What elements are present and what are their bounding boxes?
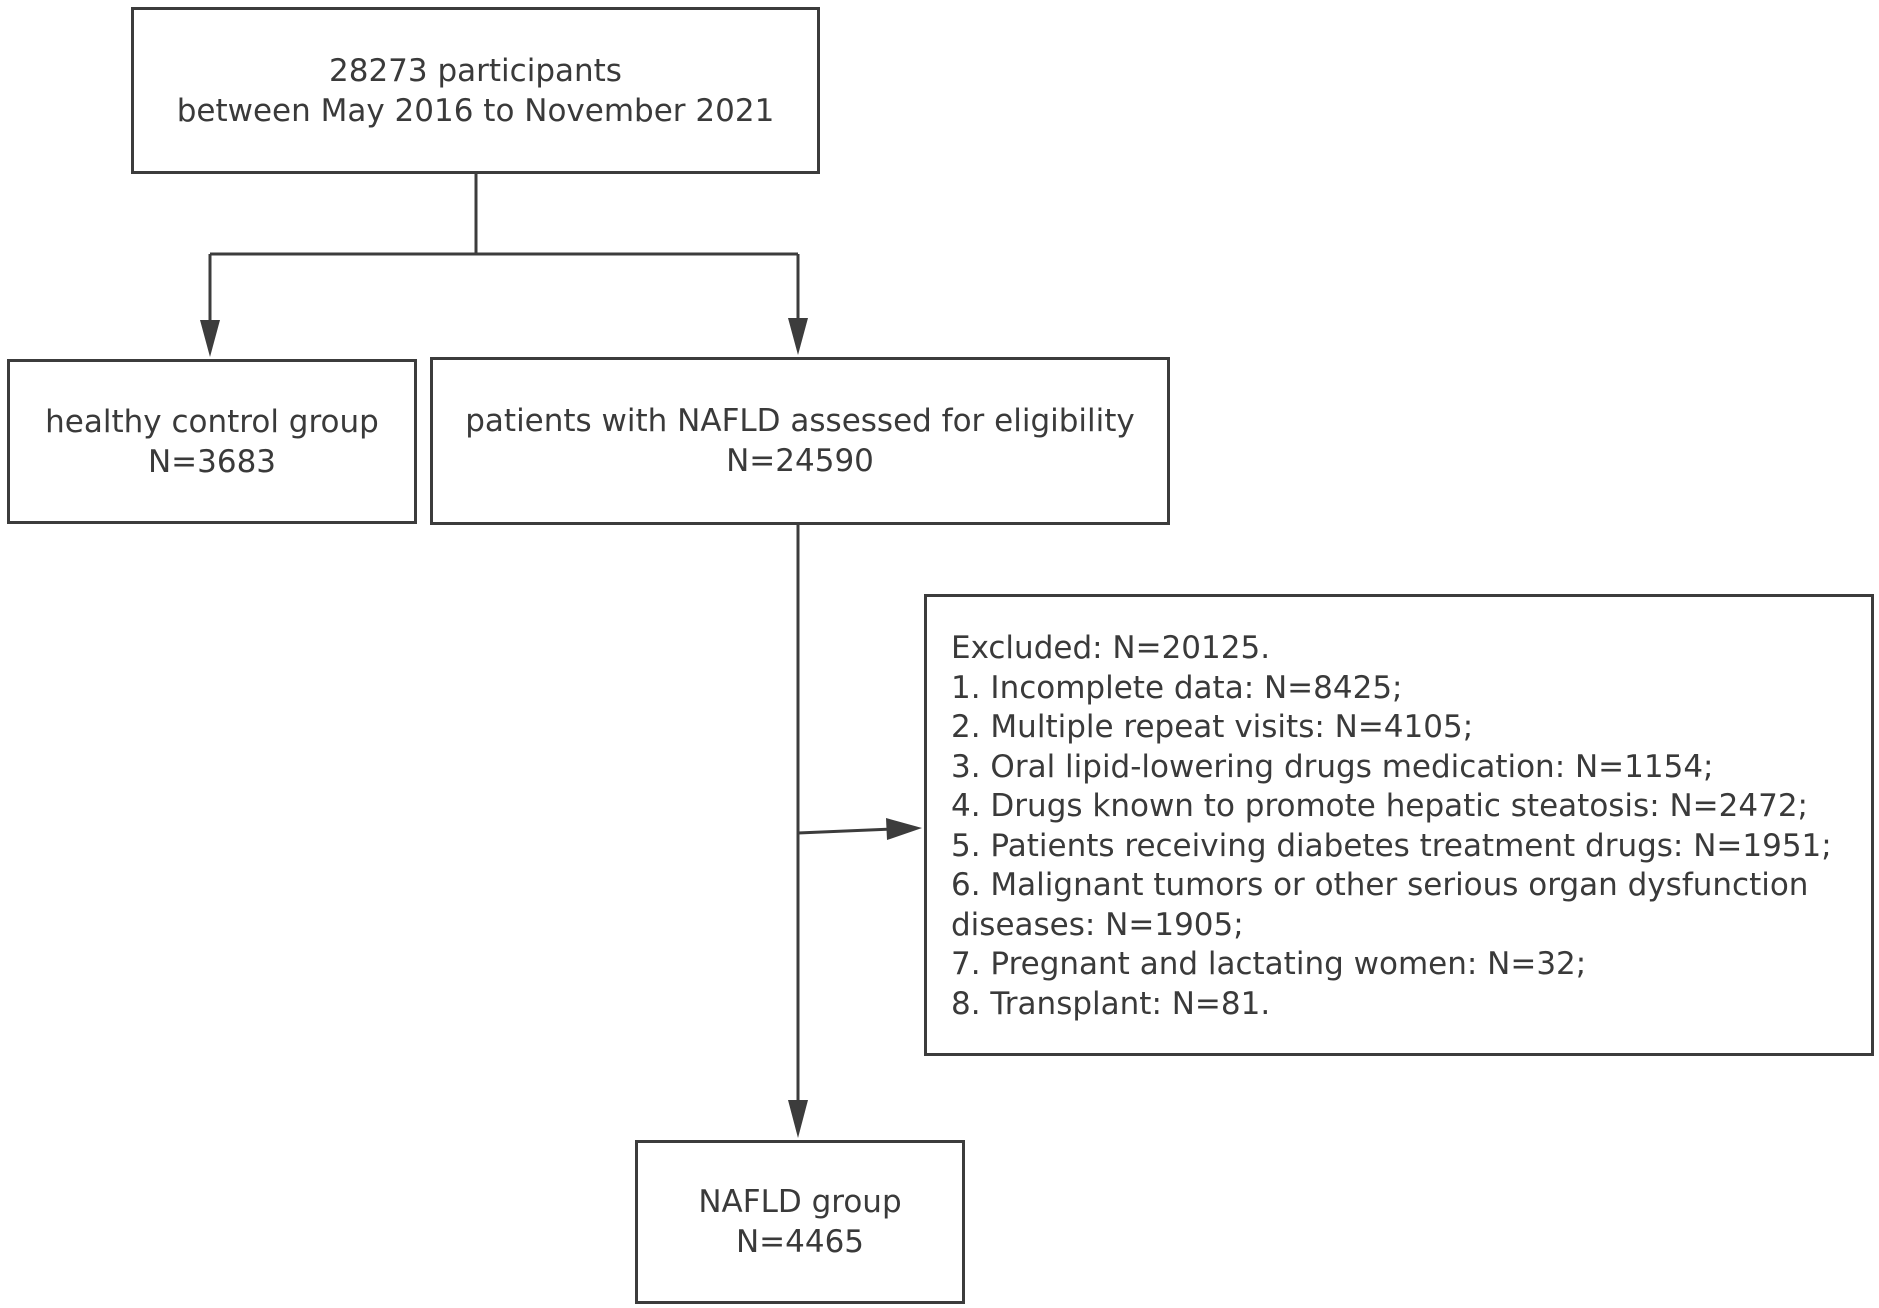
- excluded-reason-7: 7. Pregnant and lactating women: N=32;: [951, 946, 1587, 982]
- arrowhead-healthy: [200, 320, 220, 357]
- participants-period: between May 2016 to November 2021: [176, 92, 775, 129]
- nafld-group-box: NAFLD group N=4465: [635, 1140, 965, 1304]
- nafld-assessed-count: N=24590: [726, 443, 874, 479]
- healthy-control-label: healthy control group: [45, 403, 379, 440]
- arrowhead-excluded: [886, 818, 922, 840]
- excluded-box: Excluded: N=20125. 1. Incomplete data: N…: [924, 594, 1874, 1056]
- excluded-reason-8: 8. Transplant: N=81.: [951, 985, 1271, 1022]
- excluded-reason-4: 4. Drugs known to promote hepatic steato…: [951, 788, 1808, 824]
- excluded-reason-6-cont: diseases: N=1905;: [951, 906, 1244, 943]
- arrowhead-final: [788, 1100, 808, 1138]
- nafld-group-count: N=4465: [735, 1224, 865, 1260]
- healthy-control-count: N=3683: [147, 443, 277, 480]
- nafld-group-label: NAFLD group: [698, 1184, 902, 1220]
- connector-arrow-excluded: [797, 827, 894, 835]
- arrowhead-assessed: [788, 318, 808, 355]
- participants-box: 28273 participants between May 2016 to N…: [131, 7, 820, 174]
- nafld-assessed-label: patients with NAFLD assessed for eligibi…: [465, 403, 1135, 439]
- excluded-total: Excluded: N=20125.: [951, 630, 1271, 666]
- excluded-reason-2: 2. Multiple repeat visits: N=4105;: [951, 709, 1474, 745]
- excluded-reason-1: 1. Incomplete data: N=8425;: [951, 669, 1403, 706]
- healthy-control-box: healthy control group N=3683: [7, 359, 417, 524]
- excluded-reason-3: 3. Oral lipid-lowering drugs medication:…: [951, 748, 1714, 785]
- nafld-assessed-box: patients with NAFLD assessed for eligibi…: [430, 357, 1170, 525]
- excluded-reason-5: 5. Patients receiving diabetes treatment…: [951, 827, 1832, 864]
- excluded-reason-6: 6. Malignant tumors or other serious org…: [951, 867, 1809, 903]
- participants-count: 28273 participants: [329, 52, 622, 89]
